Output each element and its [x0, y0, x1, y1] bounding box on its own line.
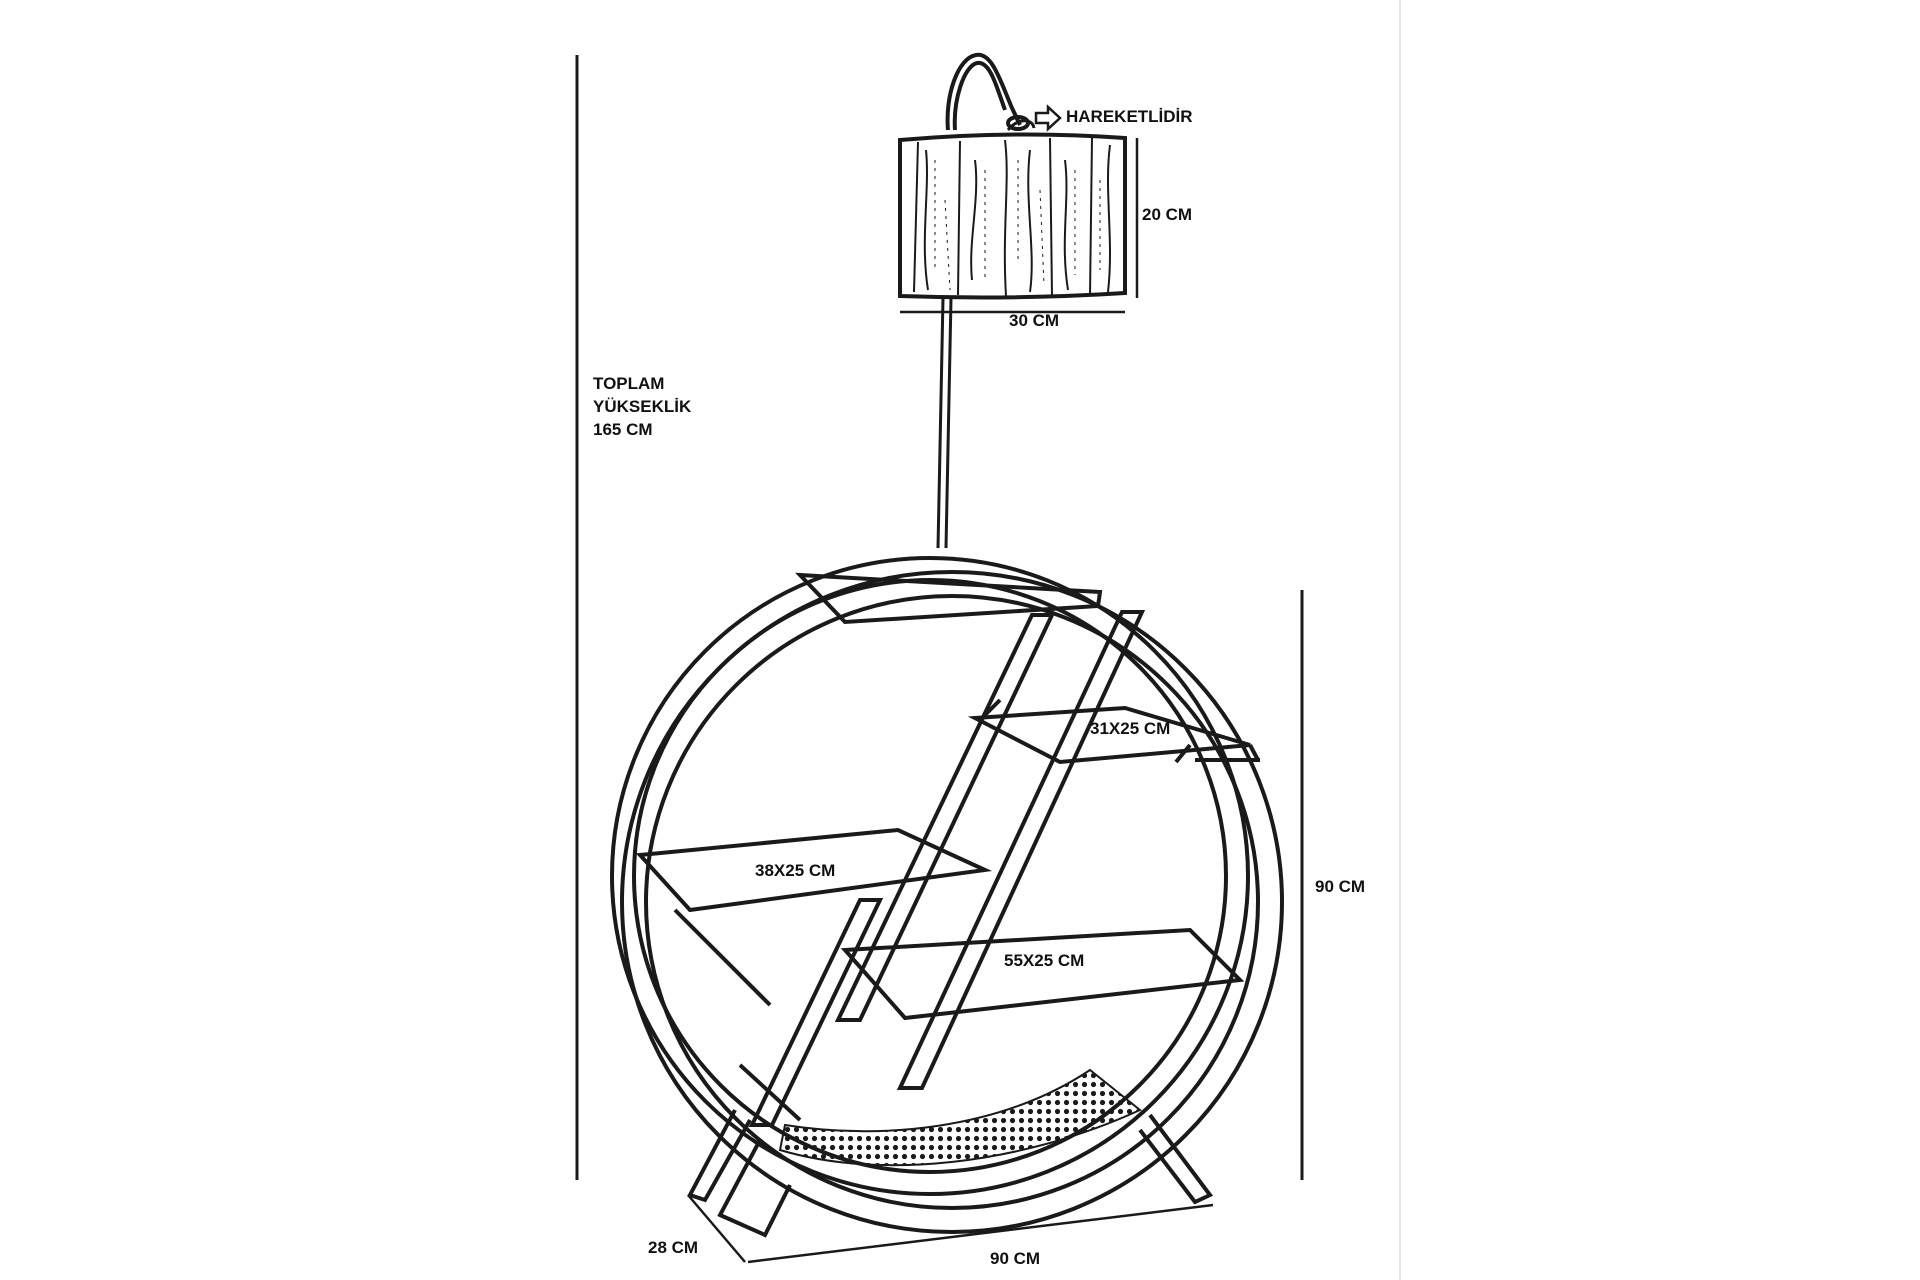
total-height-line-1: TOPLAM: [593, 374, 665, 393]
perforated-base: [778, 1068, 1142, 1167]
shade-width-label: 30 CM: [1009, 311, 1060, 330]
unit-width-label: 90 CM: [990, 1249, 1041, 1268]
lamp-handle: [945, 52, 1036, 132]
total-height-line-3: 165 CM: [593, 419, 653, 439]
round-shelf-frame: [610, 556, 1284, 1234]
arrow-right-outline-icon: [1034, 104, 1062, 132]
shelf-top-size-label: 31X25 CM: [1090, 719, 1171, 738]
unit-height-label: 90 CM: [1315, 877, 1366, 896]
width-line: [747, 1203, 1214, 1264]
shelf-left-size-label: 38X25 CM: [755, 861, 836, 880]
depth-label: 28 CM: [648, 1238, 699, 1257]
total-height-line-2: YÜKSEKLİK: [593, 396, 692, 416]
total-height-label: TOPLAM YÜKSEKLİK 165 CM: [593, 373, 691, 442]
page-divider: [1399, 0, 1401, 1280]
lamp-shade: [898, 132, 1127, 300]
movable-label: HAREKETLİDİR: [1066, 107, 1193, 126]
lamp-pole: [936, 297, 953, 549]
depth-line: [687, 1194, 746, 1263]
shelf-bottom-size-label: 55X25 CM: [1004, 951, 1085, 970]
shade-height-label: 20 CM: [1142, 205, 1193, 224]
shelf-legs: [687, 1109, 1214, 1238]
